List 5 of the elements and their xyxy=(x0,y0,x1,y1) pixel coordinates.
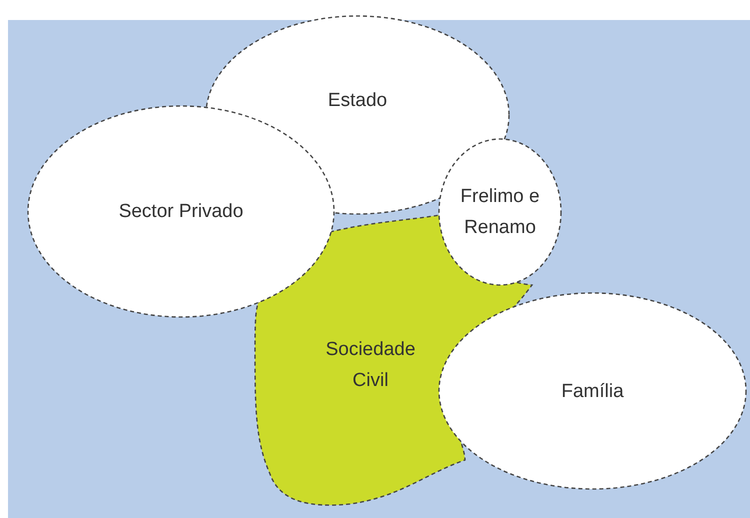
node-label: Estado xyxy=(326,88,388,112)
node-label: Frelimo e Renamo xyxy=(459,185,541,240)
node-label: Sector Privado xyxy=(118,200,244,224)
node-label: Sociedade Civil xyxy=(324,338,416,393)
node-label: Família xyxy=(560,380,625,404)
